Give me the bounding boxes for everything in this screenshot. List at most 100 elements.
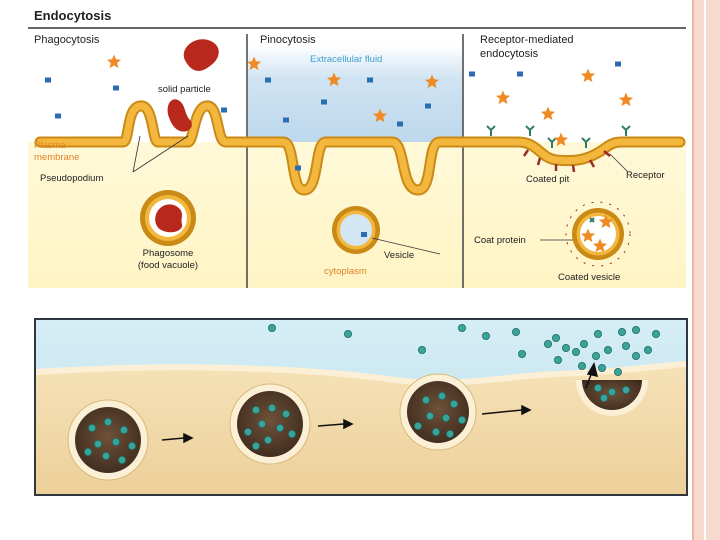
solute-bead <box>120 426 129 435</box>
square-molecule <box>265 77 271 83</box>
solute-bead <box>94 440 103 449</box>
solute-bead <box>552 333 561 342</box>
solute-bead <box>572 347 581 356</box>
vesicle-interior <box>237 391 303 457</box>
solute-bead <box>618 327 627 336</box>
solute-bead <box>431 428 440 437</box>
solute-bead <box>608 388 617 397</box>
solute-bead <box>251 442 260 451</box>
square-molecule <box>283 117 289 123</box>
solute-bead <box>441 414 450 423</box>
square-molecule <box>425 103 431 109</box>
solute-bead <box>592 352 601 361</box>
solute-bead <box>554 356 563 365</box>
label-receptor: Receptor <box>626 170 665 181</box>
solute-bead <box>594 384 603 393</box>
solute-bead <box>263 436 272 445</box>
star-molecule <box>598 214 614 229</box>
heading-phagocytosis: Phagocytosis <box>34 34 100 46</box>
label-plasma-line2: membrane <box>34 152 79 163</box>
solute-bead <box>457 416 466 425</box>
star-molecule <box>540 106 556 121</box>
square-molecule <box>45 77 51 83</box>
solute-bead <box>128 442 137 451</box>
solute-bead <box>600 394 609 403</box>
star-molecule <box>246 56 262 71</box>
solute-bead <box>243 428 252 437</box>
figure-title: Endocytosis <box>34 8 111 23</box>
coated-pit-spikes <box>522 149 611 173</box>
solute-bead <box>417 345 426 354</box>
label-plasma-line1: Plasma <box>34 140 66 151</box>
endocytosis-figure: Endocytosis Phagocytosis Pinocytosis Rec… <box>28 0 686 290</box>
pino-vesicle-solute <box>361 232 367 237</box>
sequence-arrows <box>161 362 599 444</box>
star-molecule <box>618 92 634 107</box>
solute-bead <box>543 339 552 348</box>
square-molecule <box>367 77 373 83</box>
star-molecule <box>553 132 569 147</box>
heading-receptor-line2: endocytosis <box>480 48 539 60</box>
pinocytosis-sequence-figure <box>34 318 688 496</box>
star-molecule <box>106 54 122 69</box>
square-molecule <box>321 99 327 105</box>
extracellular-fluid-region <box>248 45 463 145</box>
solute-bead <box>632 326 641 334</box>
solute-bead <box>275 424 284 433</box>
engulfed-particle-shape <box>167 99 192 132</box>
solute-bead <box>517 349 526 358</box>
label-phagosome-line1: Phagosome <box>143 248 194 259</box>
star-molecule <box>424 74 440 89</box>
solute-bead <box>102 451 111 460</box>
solute-bead <box>598 364 607 373</box>
solute-bead <box>644 345 653 354</box>
star-molecule <box>580 228 596 243</box>
solute-bead <box>511 327 520 336</box>
square-molecule <box>113 85 119 91</box>
solute-bead <box>84 447 93 456</box>
star-molecule <box>372 108 388 123</box>
square-molecule <box>615 61 621 67</box>
solute-bead <box>632 352 641 361</box>
solute-bead <box>112 438 121 447</box>
star-molecule <box>495 90 511 105</box>
label-extracellular-fluid: Extracellular fluid <box>310 54 382 65</box>
endocytosis-diagram-svg: Endocytosis Phagocytosis Pinocytosis Rec… <box>28 0 686 290</box>
pino-vesicle-interior <box>340 214 372 246</box>
solute-bead <box>445 430 454 439</box>
heading-receptor-line1: Receptor-mediated <box>480 34 574 46</box>
heading-pinocytosis: Pinocytosis <box>260 34 316 46</box>
solute-bead <box>594 329 603 338</box>
solute-bead <box>652 329 661 338</box>
vesicle-interior <box>407 381 469 443</box>
solute-bead <box>88 424 97 433</box>
solute-bead <box>421 396 430 405</box>
phagosome-particle <box>155 204 183 233</box>
solute-bead <box>267 324 276 332</box>
solute-bead <box>449 400 458 409</box>
solute-molecules <box>45 54 634 253</box>
coat-protein-spikes <box>565 201 631 267</box>
solid-particle-shape <box>183 39 219 71</box>
square-molecule <box>517 71 523 77</box>
solute-bead <box>267 404 276 413</box>
label-coat-protein: Coat protein <box>474 235 526 246</box>
label-solid-particle: solid particle <box>158 84 211 95</box>
solute-bead <box>281 410 290 419</box>
solute-bead <box>425 412 434 421</box>
label-coated-vesicle: Coated vesicle <box>558 272 620 283</box>
solute-bead <box>257 420 266 429</box>
receptors <box>486 125 631 223</box>
square-molecule <box>221 107 227 113</box>
solute-bead <box>413 422 422 431</box>
label-pseudopodium: Pseudopodium <box>40 173 103 184</box>
label-vesicle: Vesicle <box>384 250 414 261</box>
solute-bead <box>287 430 296 439</box>
star-molecule <box>580 68 596 83</box>
solute-bead <box>343 329 352 338</box>
star-molecule <box>326 72 342 87</box>
square-molecule <box>295 165 301 171</box>
square-molecule <box>55 113 61 119</box>
solute-bead <box>437 392 446 401</box>
pinocytosis-sequence-svg <box>36 320 686 494</box>
